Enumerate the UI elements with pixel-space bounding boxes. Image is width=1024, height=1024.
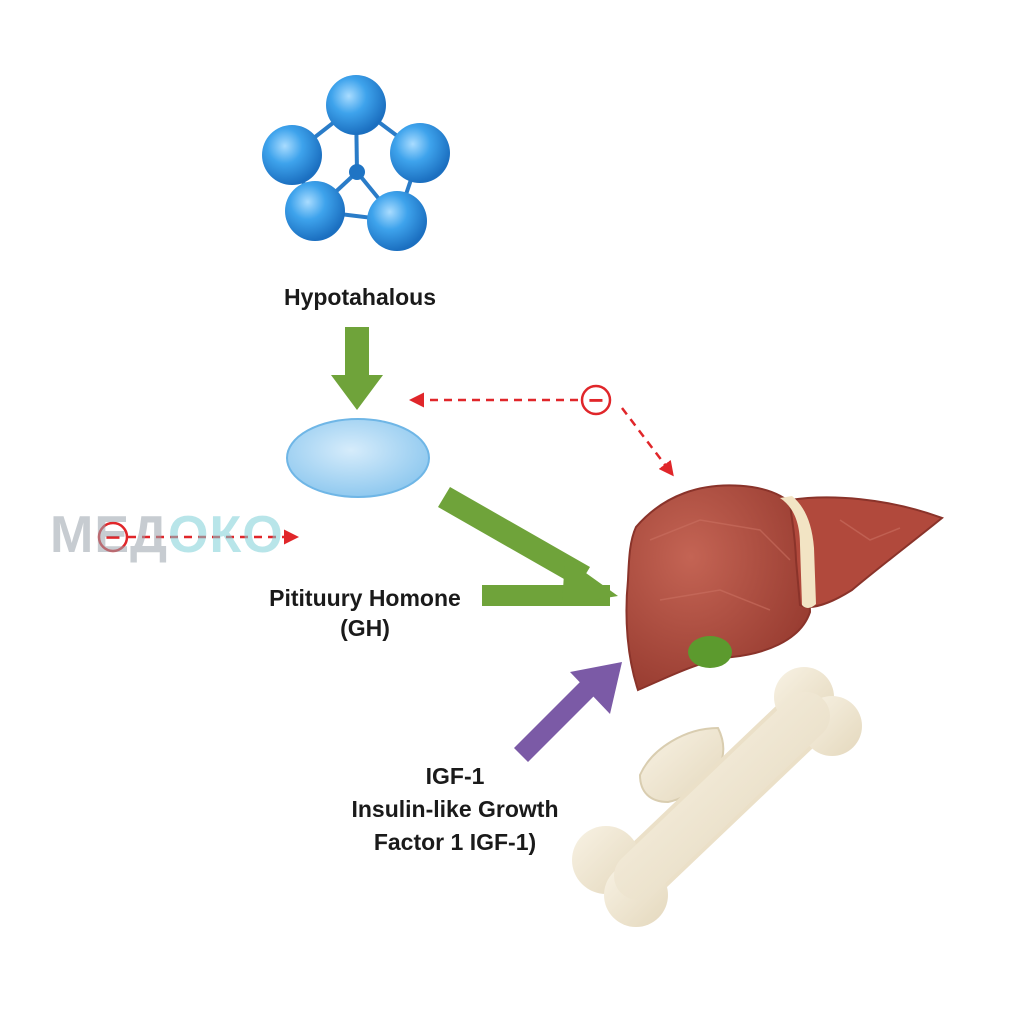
gh-to-liver-arrow (438, 487, 618, 606)
watermark-part-2: ОКО (168, 506, 284, 564)
igf-1-label: IGF-1 Insulin-like Growth Factor 1 IGF-1… (320, 760, 590, 859)
igf-label-line-3: Factor 1 IGF-1) (373, 829, 537, 855)
igf-label-line-1: IGF-1 (425, 763, 485, 789)
igf-label-line-2: Insulin-like Growth (351, 796, 559, 822)
pituitary-hormone-label: Pitituury Homone (GH) (240, 583, 490, 643)
hypothalamus-label: Hypotahalous (283, 284, 437, 310)
pituitary-label-line-1: Pitituury Homone (269, 585, 461, 611)
pituitary-gland-icon (286, 418, 430, 498)
watermark-part-1: МЕД (50, 506, 169, 564)
watermark: МЕДОКО (50, 505, 284, 565)
gallbladder-icon (688, 636, 732, 668)
hypothalamus-to-pituitary-arrow (331, 327, 383, 410)
negative-feedback-liver-pituitary (409, 384, 674, 477)
bone-icon (572, 667, 862, 927)
molecule-icon (262, 75, 450, 251)
pituitary-label-line-2: (GH) (340, 615, 390, 641)
negative-feedback-left (97, 521, 299, 553)
liver-icon (625, 484, 944, 692)
feedback-minus-symbol: − (588, 385, 603, 415)
feedback-minus-symbol-left: − (105, 522, 120, 552)
igf-1-arrow (514, 662, 622, 762)
